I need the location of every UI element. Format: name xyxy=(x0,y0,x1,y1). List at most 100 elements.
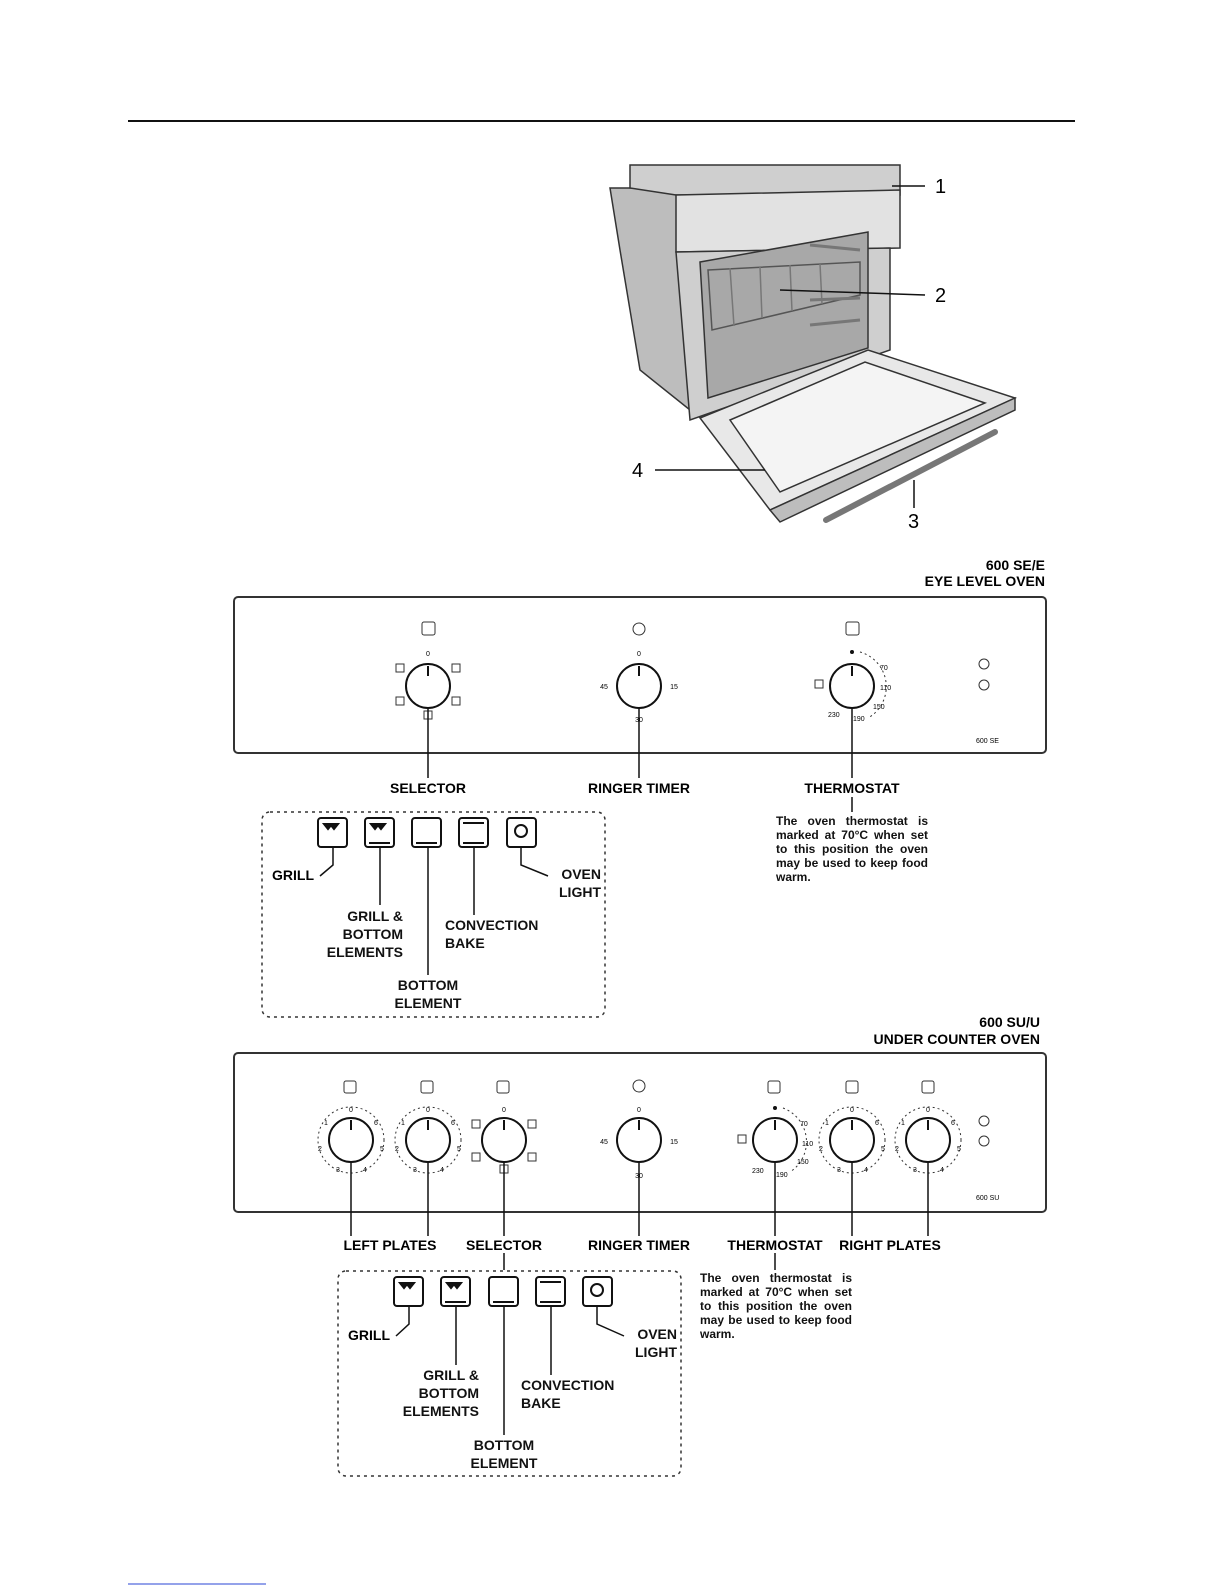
panel2-rp1-5: 5 xyxy=(881,1146,885,1153)
panel2-rp1-2: 2 xyxy=(819,1146,823,1153)
panel2-thermo-190: 190 xyxy=(776,1172,788,1179)
panel2-timer-15: 15 xyxy=(670,1139,678,1146)
oven-illustration xyxy=(609,164,1018,523)
callout-4: 4 xyxy=(632,460,643,482)
panel2-function-leaders xyxy=(395,1306,625,1435)
panel2-bottom-element-label: BOTTOM ELEMENT xyxy=(470,1437,538,1471)
panel2-rp1-3: 3 xyxy=(837,1167,841,1174)
panel1-timer-45: 45 xyxy=(600,684,608,691)
grill-icon xyxy=(317,817,348,848)
panel2-rp2-1: 1 xyxy=(901,1120,905,1127)
panel2-lp2-4: 4 xyxy=(440,1167,444,1174)
panel2-rp2-0: 0 xyxy=(926,1107,930,1114)
panel2-selector-legend xyxy=(337,1270,682,1477)
panel1-thermostat-knob[interactable] xyxy=(814,621,887,719)
panel2-selector-knob[interactable] xyxy=(471,1080,537,1174)
panel2-model-title: 600 SU/U xyxy=(979,1014,1040,1030)
callout-1: 1 xyxy=(935,176,946,198)
panel2-right-plates-label: RIGHT PLATES xyxy=(839,1237,941,1253)
callout-3: 3 xyxy=(908,511,919,533)
panel1-grill-bottom-label: GRILL & BOTTOM ELEMENTS xyxy=(326,908,403,960)
panel2-lp1-4: 4 xyxy=(363,1167,367,1174)
panel2-thermostat-note: The oven thermostat is marked at 70°C wh… xyxy=(700,1271,852,1341)
panel2-bottom-element-box: BOTTOM ELEMENT xyxy=(470,1437,538,1471)
panel2-panel-code: 600 SU xyxy=(976,1195,999,1202)
panel1-oven-light-label: OVEN LIGHT xyxy=(559,866,601,900)
bottom-element-icon xyxy=(411,817,442,848)
panel2-thermo-150: 150 xyxy=(797,1159,809,1166)
panel2-ringer-timer-label: RINGER TIMER xyxy=(588,1237,690,1253)
panel2-timer-0: 0 xyxy=(637,1107,641,1114)
panel1-ringer-timer-label: RINGER TIMER xyxy=(588,780,690,796)
panel2-grill-bottom-box: GRILL & BOTTOM ELEMENTS xyxy=(402,1367,479,1419)
panel2-lp2-5: 5 xyxy=(457,1146,461,1153)
panel1-selector-legend xyxy=(261,811,606,1018)
panel2-selector-zero: 0 xyxy=(502,1107,506,1114)
panel2-thermo-70: 70 xyxy=(800,1121,808,1128)
panel1-leaders xyxy=(427,708,853,812)
panel1-grill-bottom-box: GRILL & BOTTOM ELEMENTS xyxy=(326,908,403,960)
panel2-lp1-5: 5 xyxy=(380,1146,384,1153)
panel2-oven-light-label: OVEN LIGHT xyxy=(635,1326,677,1360)
panel2-rp2-2: 2 xyxy=(895,1146,899,1153)
panel1-function-leaders xyxy=(319,847,549,975)
panel1-selector-zero: 0 xyxy=(426,651,430,658)
panel1-selector-label: SELECTOR xyxy=(390,780,466,796)
panel2-lp2-1: 1 xyxy=(401,1120,405,1127)
panel2-grill-label: GRILL xyxy=(348,1327,390,1343)
panel2-rp2-6: 6 xyxy=(951,1120,955,1127)
panel2-lp1-3: 3 xyxy=(336,1167,340,1174)
panel1-thermo-190: 190 xyxy=(853,716,865,723)
oven-callouts xyxy=(655,185,926,508)
panel2-lp2-6: 6 xyxy=(451,1120,455,1127)
panel2-thermostat-knob[interactable] xyxy=(737,1080,807,1173)
panel2-thermo-230: 230 xyxy=(752,1168,764,1175)
panel1-bottom-element-label: BOTTOM ELEMENT xyxy=(394,977,462,1011)
callout-2: 2 xyxy=(935,285,946,307)
panel2-thermostat-label: THERMOSTAT xyxy=(727,1237,823,1253)
oven-light-icon xyxy=(506,817,537,848)
panel2-model-subtitle: UNDER COUNTER OVEN xyxy=(874,1031,1040,1047)
panel2-oven-light-box: OVEN LIGHT xyxy=(635,1326,677,1360)
panel1-convection-bake-box: CONVECTION BAKE xyxy=(445,917,538,951)
panel2-selector-label: SELECTOR xyxy=(466,1237,542,1253)
panel1-bottom-element-box: BOTTOM ELEMENT xyxy=(394,977,462,1011)
panel2-grill-bottom-label: GRILL & BOTTOM ELEMENTS xyxy=(402,1367,479,1419)
panel1-model-subtitle: EYE LEVEL OVEN xyxy=(925,573,1045,589)
panel2-timer-45: 45 xyxy=(600,1139,608,1146)
panel2-rp2-4: 4 xyxy=(940,1167,944,1174)
panel2-indicator-lamp-1 xyxy=(978,1115,990,1127)
panel1-thermostat-note-box: The oven thermostat is marked at 70°C wh… xyxy=(776,814,928,884)
panel1-function-glyphs xyxy=(321,822,528,844)
panel1-thermo-70: 70 xyxy=(880,665,888,672)
panel2-convection-bake-box: CONVECTION BAKE xyxy=(521,1377,615,1411)
panel1-grill-label: GRILL xyxy=(272,867,314,883)
panel2-lp2-3: 3 xyxy=(413,1167,417,1174)
panel1-thermo-110: 110 xyxy=(880,685,891,692)
panel2-leaders xyxy=(350,1162,929,1270)
panel2-rp2-3: 3 xyxy=(913,1167,917,1174)
panel2-lp1-0: 0 xyxy=(349,1107,353,1114)
panel1-function-icons xyxy=(317,817,537,848)
panel1-thermo-150: 150 xyxy=(873,704,885,711)
panel2-lp2-0: 0 xyxy=(426,1107,430,1114)
panel1-oven-light-box: OVEN LIGHT xyxy=(559,866,601,900)
panel2-rp1-1: 1 xyxy=(825,1120,829,1127)
panel1-thermostat-label: THERMOSTAT xyxy=(804,780,900,796)
panel2-left-plates-label: LEFT PLATES xyxy=(343,1237,436,1253)
panel2-convection-bake-label: CONVECTION BAKE xyxy=(521,1377,615,1411)
panel2-function-glyphs xyxy=(397,1281,604,1303)
panel1-thermostat-note: The oven thermostat is marked at 70°C wh… xyxy=(776,814,928,884)
panel1-timer-0: 0 xyxy=(637,651,641,658)
panel2-lp2-2: 2 xyxy=(395,1146,399,1153)
panel2-lp1-1: 1 xyxy=(324,1120,328,1127)
panel2-rp1-4: 4 xyxy=(864,1167,868,1174)
panel1-indicator-lamp-2 xyxy=(978,679,990,691)
panel2-thermostat-note-box: The oven thermostat is marked at 70°C wh… xyxy=(700,1271,852,1341)
panel2-rp1-6: 6 xyxy=(875,1120,879,1127)
grill-icon xyxy=(393,1276,424,1307)
panel1-thermo-230: 230 xyxy=(828,712,840,719)
panel1-model-title: 600 SE/E xyxy=(986,557,1045,573)
panel2-function-icons xyxy=(393,1276,613,1307)
